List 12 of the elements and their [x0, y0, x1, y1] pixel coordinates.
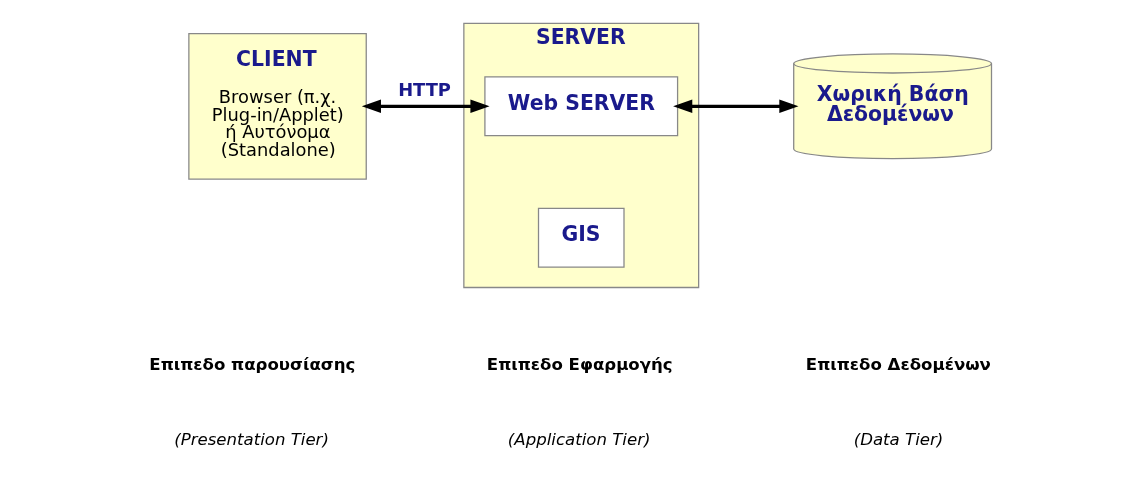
label: (Application Tier): [507, 429, 651, 449]
node-box: Web SERVER: [484, 76, 679, 137]
edge-label: HTTP: [398, 79, 451, 101]
arrow: [673, 99, 799, 113]
label: (Data Tier): [853, 429, 944, 449]
label: Επιπεδο παρουσίασης: [149, 354, 356, 374]
arrow: [361, 99, 490, 113]
label: Επιπεδο Δεδομένων: [805, 354, 991, 374]
label: Επιπεδο Εφαρμογής: [486, 354, 673, 374]
node-box: GIS: [537, 207, 625, 268]
label: (Presentation Tier): [174, 429, 329, 449]
node-box: CLIENT Browser (π.χ. Plug-in/Applet) ή Αυτόνομα (Standalone): [188, 32, 367, 180]
